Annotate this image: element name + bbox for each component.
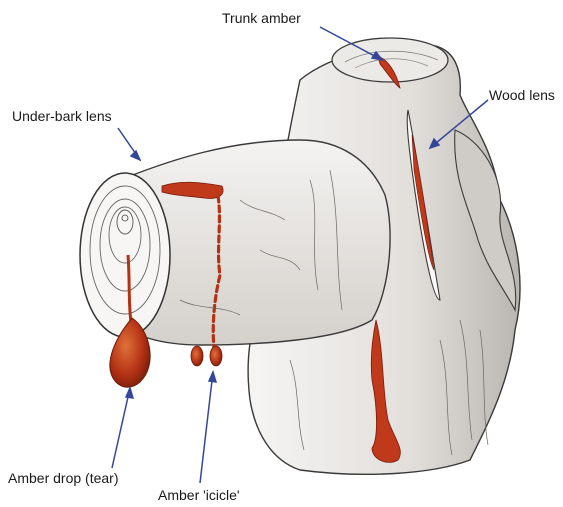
branch-cut-face xyxy=(80,173,170,337)
icicle-drop-2 xyxy=(210,346,222,366)
icicle-drop-1 xyxy=(191,346,203,366)
arrow-amber-drop xyxy=(112,388,130,468)
label-wood-lens: Wood lens xyxy=(489,87,555,103)
label-amber-icicle: Amber 'icicle' xyxy=(158,487,240,503)
label-under-bark-lens: Under-bark lens xyxy=(12,108,112,124)
arrow-amber-icicle xyxy=(200,372,213,483)
label-trunk-amber: Trunk amber xyxy=(222,10,301,26)
label-amber-drop: Amber drop (tear) xyxy=(8,470,118,486)
